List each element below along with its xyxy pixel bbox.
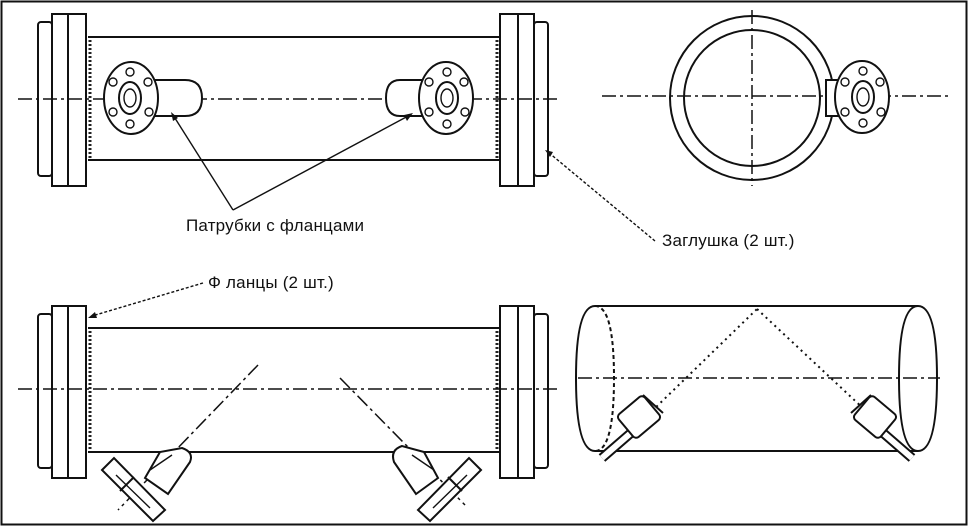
flange-right-1 xyxy=(499,13,519,187)
flange-left-1 xyxy=(51,13,69,187)
label-flanges: Ф ланцы (2 шт.) xyxy=(208,273,334,292)
label-nozzles-with-flanges: Патрубки с фланцами xyxy=(186,216,365,235)
pipe-end-view xyxy=(602,10,948,186)
sensor-right xyxy=(850,394,916,462)
nozzle-right xyxy=(384,61,474,135)
nozzle-end xyxy=(825,60,890,134)
nozzle-left xyxy=(103,61,204,135)
nozzle-angled-left xyxy=(100,446,192,523)
flange-left-2 xyxy=(67,13,87,187)
pipe-top-view xyxy=(18,13,560,187)
label-plug: Заглушка (2 шт.) xyxy=(662,231,795,250)
plug-leader xyxy=(545,150,656,242)
pipe-side-view xyxy=(18,305,560,523)
nozzle-angled-right xyxy=(392,444,483,523)
pipe-isometric-view xyxy=(574,305,940,462)
nozzles-leaders xyxy=(171,112,413,211)
flanges-leader xyxy=(88,282,204,318)
flange-right-2 xyxy=(517,13,535,187)
sensor-left xyxy=(598,394,664,462)
